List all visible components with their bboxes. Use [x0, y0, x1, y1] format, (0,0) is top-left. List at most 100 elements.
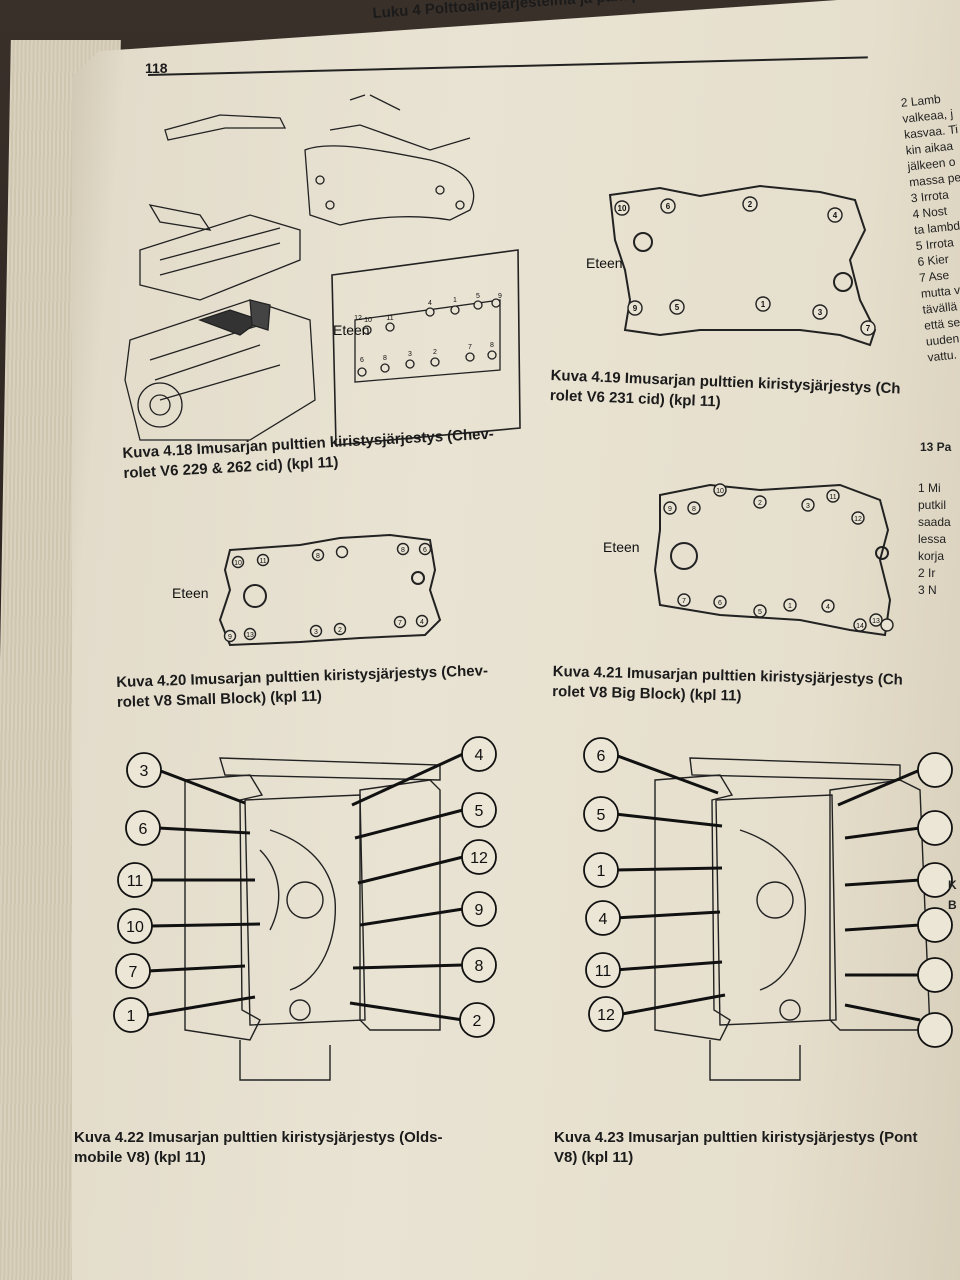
fig-4-18-bolt: 8	[383, 355, 387, 362]
fig-4-21-front-label: Eteen	[603, 539, 640, 555]
fig-4-20-bolt: 10	[234, 560, 242, 567]
fig-4-18-bolt: 2	[433, 349, 437, 356]
fig-4-18-bolt: 1	[453, 297, 457, 304]
fig-4-22-callout-r5: 8	[475, 958, 484, 975]
fig-4-23-callout-l6: 12	[597, 1007, 615, 1024]
fig-4-21-bolt: 10	[716, 488, 724, 495]
caption-line: Kuva 4.22 Imusarjan pulttien kiristysjär…	[74, 1129, 443, 1146]
fig-4-22-manifold-drawing	[184, 757, 441, 1081]
fig-4-18-bolt: 4	[428, 300, 432, 307]
fig-4-18-bolt: 5	[476, 293, 480, 300]
fig-4-22-leader-lines	[147, 752, 464, 1022]
margin-line: 1 Mi	[918, 481, 941, 495]
fig-4-21-bolt-diagram	[653, 483, 894, 637]
fig-4-19-bolt: 9	[633, 304, 638, 313]
fig-4-23-callout-l1: 6	[597, 748, 606, 765]
fig-4-21-bolt: 11	[829, 494, 836, 501]
fig-4-20-bolt: 4	[420, 619, 424, 626]
fig-4-19-bolt: 1	[761, 300, 766, 309]
margin-line: korja	[918, 549, 945, 563]
fig-4-21-bolt: 1	[788, 603, 792, 610]
margin-line: saada	[918, 515, 951, 529]
fig-4-22-caption: Kuva 4.22 Imusarjan pulttien kiristysjär…	[74, 1128, 442, 1168]
fig-4-22-callout-r6: 2	[473, 1013, 482, 1030]
fig-4-19-bolt: 2	[748, 200, 753, 209]
fig-4-23-leader-lines	[614, 753, 921, 1022]
fig-4-21-bolt: 13	[872, 618, 880, 625]
fig-4-22-callout-l1: 3	[140, 763, 149, 780]
fig-4-18-front-label: Eteen	[333, 322, 370, 338]
fig-4-18-bolt: 7	[468, 344, 472, 351]
fig-4-21-caption: Kuva 4.21 Imusarjan pulttien kiristysjär…	[552, 662, 903, 711]
fig-4-21-bolt: 8	[692, 506, 696, 513]
fig-4-19-bolt: 6	[666, 202, 671, 211]
fig-4-22-callouts	[113, 736, 497, 1038]
margin-line: 3 N	[918, 583, 937, 597]
fig-4-20-bolt: 7	[398, 620, 402, 627]
fig-4-21-bolt: 2	[758, 500, 762, 507]
fig-4-18-bolt: 10	[364, 317, 372, 324]
fig-4-23-manifold-drawing	[654, 757, 931, 1081]
fig-4-20-bolt: 3	[314, 629, 318, 636]
margin-line: 2 Ir	[918, 566, 936, 580]
fig-4-22-callout-l4: 10	[126, 919, 144, 936]
caption-line: Kuva 4.23 Imusarjan pulttien kiristysjär…	[554, 1129, 918, 1146]
fig-4-22-callout-l3: 11	[127, 873, 144, 890]
fig-4-18-bolt: 12	[354, 315, 362, 322]
fig-4-19-bolt: 3	[818, 308, 823, 317]
fig-4-23-callouts	[583, 737, 953, 1048]
fig-4-21-bolt: 9	[668, 506, 672, 513]
fig-4-20-bolt: 2	[338, 627, 342, 634]
fig-4-19-bolt: 5	[675, 303, 680, 312]
fig-4-23-callout-l5: 11	[595, 963, 612, 980]
fig-4-22-callout-l2: 6	[139, 821, 148, 838]
fig-4-21-bolt: 4	[826, 604, 830, 611]
fig-4-22-callout-l5: 7	[129, 964, 138, 981]
fig-4-22-callout-l6: 1	[127, 1008, 136, 1025]
page-number: 118	[145, 60, 168, 76]
fig-4-22-callout-r2: 5	[475, 803, 484, 820]
fig-4-18-bolt: 9	[498, 293, 502, 300]
fig-4-20-front-label: Eteen	[172, 585, 209, 601]
fig-4-18-bolt: 6	[360, 357, 364, 364]
fig-4-18-bolt: 8	[490, 342, 494, 349]
fig-4-19-bolt: 4	[833, 211, 838, 220]
caption-line: mobile V8) (kpl 11)	[74, 1149, 206, 1166]
fig-4-19-front-label: Eteen	[586, 255, 623, 271]
facing-page-caption: K B	[948, 875, 957, 915]
fig-4-18-bolt: 3	[408, 351, 412, 358]
fig-4-20-bolt-diagram	[218, 533, 442, 647]
fig-4-21-bolt: 14	[856, 623, 864, 630]
fig-4-20-bolt: 11	[259, 558, 266, 565]
fig-4-21-bolt: 6	[718, 600, 722, 607]
margin-line: K	[948, 878, 957, 892]
fig-4-19-bolt: 7	[866, 324, 871, 333]
margin-line: lessa	[918, 532, 947, 546]
fig-4-20-bolt: 6	[423, 547, 427, 554]
fig-4-23-callout-l4: 4	[599, 911, 608, 928]
fig-4-19-bolt: 10	[618, 204, 627, 213]
fig-4-18-engine-drawing	[124, 94, 475, 441]
fig-4-22-callout-r1: 4	[475, 747, 484, 764]
facing-page-text-lower: 1 Mi putkil saada lessa korja 2 Ir 3 N	[918, 480, 951, 599]
fig-4-21-bolt: 5	[758, 609, 762, 616]
fig-4-20-bolt: 8	[401, 547, 405, 554]
fig-4-21-bolt: 7	[682, 598, 686, 605]
fig-4-20-bolt: 8	[316, 553, 320, 560]
caption-line: V8) (kpl 11)	[554, 1149, 634, 1166]
fig-4-23-callout-l3: 1	[597, 863, 606, 880]
book-page	[72, 0, 960, 1280]
fig-4-23-callout-l2: 5	[597, 807, 606, 824]
fig-4-23-caption: Kuva 4.23 Imusarjan pulttien kiristysjär…	[554, 1128, 917, 1168]
fig-4-21-bolt: 3	[806, 503, 810, 510]
margin-line: B	[948, 898, 957, 912]
fig-4-18-bolt: 11	[386, 315, 393, 322]
facing-section-title: 13 Pa	[920, 440, 952, 454]
fig-4-20-bolt: 9	[228, 634, 232, 641]
fig-4-19-bolt-diagram	[608, 184, 877, 347]
margin-line: putkil	[918, 498, 947, 512]
fig-4-20-bolt: 13	[246, 632, 254, 639]
fig-4-21-bolt: 12	[854, 516, 862, 523]
fig-4-18-bolt-diagram	[331, 249, 521, 446]
